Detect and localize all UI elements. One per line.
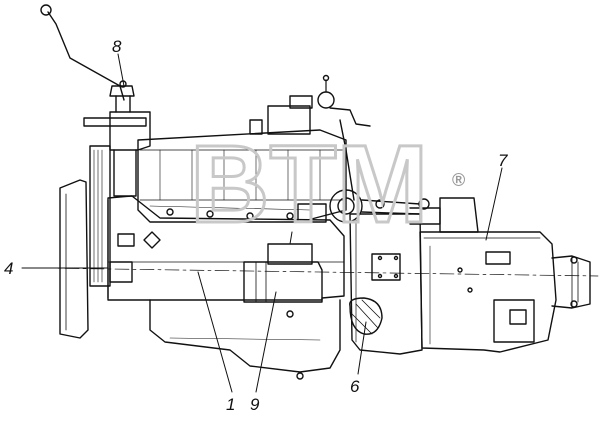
callout-4: 4 (4, 259, 13, 278)
gearbox (419, 231, 557, 353)
gearbox-cover (493, 299, 535, 343)
gearshift-lever (47, 11, 125, 101)
turbo (329, 189, 363, 223)
front-cover (89, 145, 111, 287)
callout-9: 9 (250, 395, 260, 414)
cylinder-head (137, 129, 347, 223)
watermark: BTM ® (189, 122, 466, 248)
engine-block (107, 195, 345, 301)
watermark-text: BTM (190, 123, 428, 246)
starter (243, 261, 323, 303)
oil-sump (149, 299, 341, 373)
callout-7: 7 (498, 151, 508, 170)
output-flange (551, 255, 591, 309)
registered-mark: ® (452, 170, 465, 190)
callout-1: 1 (226, 395, 235, 414)
fan-shroud (59, 179, 89, 339)
callout-8: 8 (112, 37, 122, 56)
clutch-hatch (349, 297, 383, 335)
crankshaft-axis (39, 267, 599, 277)
callout-6: 6 (350, 377, 360, 396)
